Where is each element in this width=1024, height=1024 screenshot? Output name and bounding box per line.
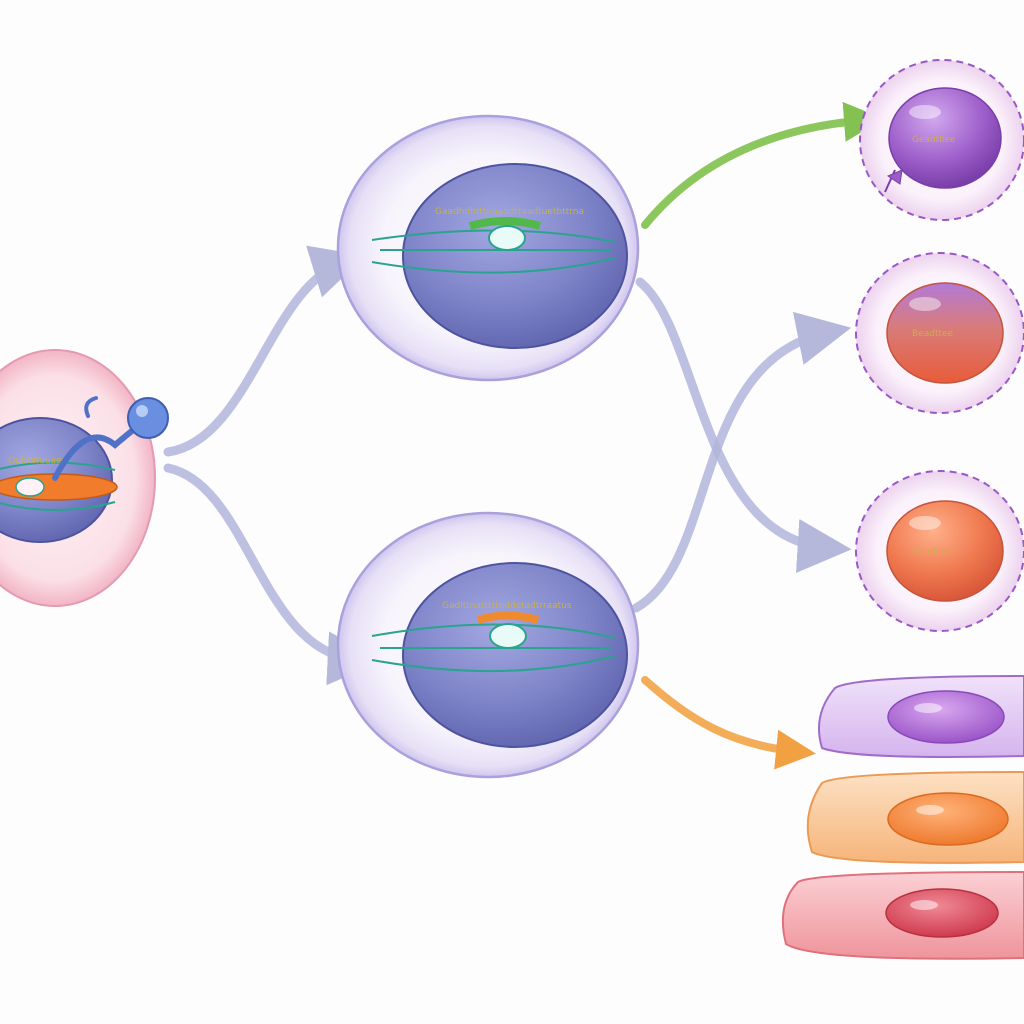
arrow-lower-to-tissue-layers [641,676,816,770]
arrow-upper-to-purple-cell [641,101,884,229]
flag-icon [884,169,903,193]
differentiated-cell-coral: Beadttee [855,252,1024,414]
differentiated-cell-purple: Geadtllee [859,59,1024,221]
progenitor-band-label: Oubtatuuaer [8,456,66,466]
differentiated-cell-orange: Geadltee [855,470,1024,632]
upper-nucleus [402,163,628,349]
cell-c-label: Geadltee [912,547,953,557]
intermediate-cell-upper: Gaadhdhtttnaaadttaadtuetbttrna [336,114,640,382]
arrow-upper-to-orange-cell [635,277,852,573]
tissue-layers [781,674,1024,960]
arrow-progenitor-to-lower [163,463,382,686]
lower-spindle [371,611,616,673]
tissue-layer-lavender [818,674,1024,758]
arrow-lower-to-coral-cell [631,311,852,613]
upper-band-label: Gaadhdhtttnaaadttaadtuetbttrna [435,207,584,217]
lower-band-label: Gadlttnattttteddetadtrraatus [442,601,572,611]
tissue-layer-rose [781,870,1024,960]
tissue-layer-peach [806,770,1024,864]
intermediate-cell-lower: Gadlttnattttteddetadtrraatus [336,511,640,779]
lower-nucleus [402,562,628,748]
progenitor-cell: Oubtatuuaer [0,349,169,607]
arrow-progenitor-to-upper [163,245,366,457]
pipette-icon [52,396,169,481]
cell-b-label: Beadttee [912,329,954,339]
cell-a-label: Geadtllee [912,135,956,145]
lineage-arrows [163,101,884,770]
